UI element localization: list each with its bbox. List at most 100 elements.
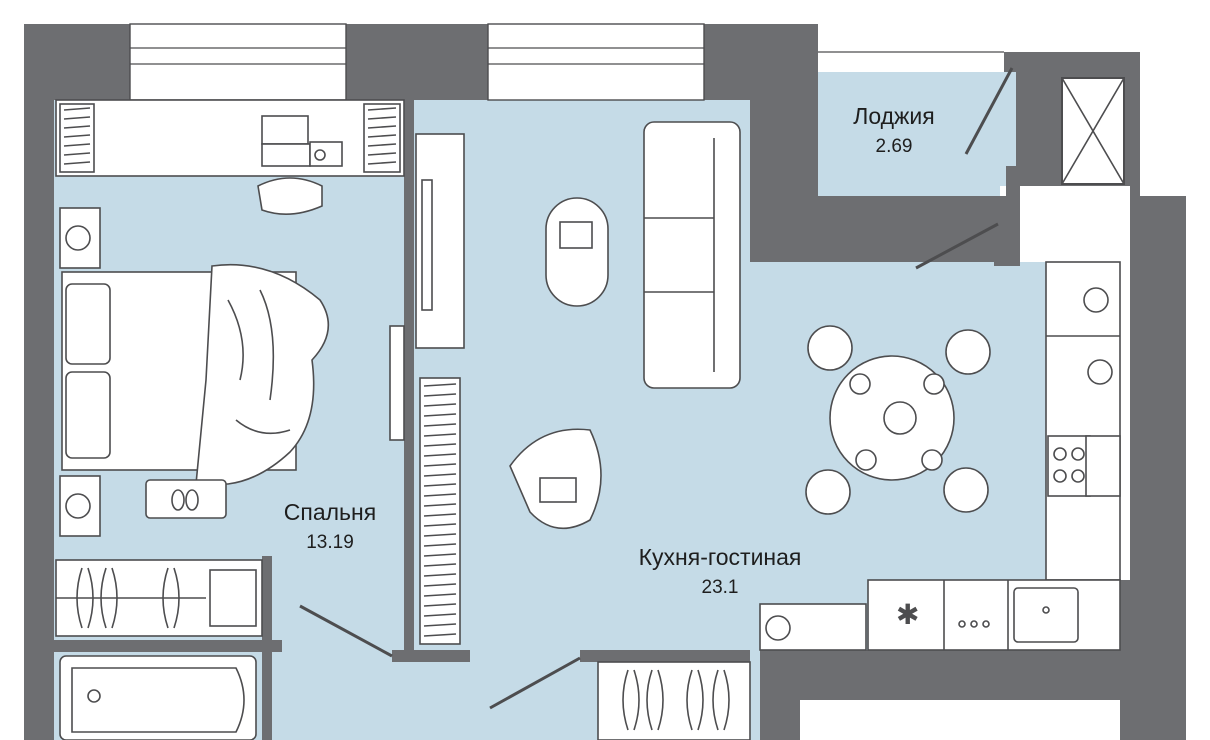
bookshelf-book — [423, 433, 457, 437]
hanger-3-icon — [162, 567, 180, 629]
plate-3 — [855, 449, 877, 471]
dining-chair-2 — [945, 329, 991, 375]
wall-segment-10 — [54, 640, 282, 652]
bookshelf-book — [423, 423, 457, 427]
bookshelf-book — [423, 553, 457, 557]
bookshelf-book — [423, 563, 457, 567]
furniture: ✱ — [55, 77, 1125, 740]
coffee-table — [545, 197, 609, 307]
wall-segment-2 — [346, 24, 488, 100]
dishwasher-knob-2-icon — [970, 620, 978, 628]
shelf-right-book — [367, 143, 397, 147]
room-area-loggia: 2.69 — [875, 136, 913, 157]
pillow-top — [65, 283, 111, 365]
desk — [55, 99, 405, 177]
door-swing-4 — [489, 656, 581, 710]
doors — [299, 67, 1014, 710]
shelf-right-book — [367, 107, 397, 111]
bathtub-drain-icon — [87, 689, 101, 703]
shelf-right-book — [367, 125, 397, 129]
window-2 — [487, 23, 705, 101]
dishwasher-knob-3-icon — [982, 620, 990, 628]
wall-segment-4 — [760, 52, 1186, 740]
hallway-hanger-1-icon — [622, 669, 640, 731]
hanger-1-icon — [76, 567, 94, 629]
hallway-hanger-2-icon — [646, 669, 664, 731]
hallway-hanger-3-icon — [686, 669, 704, 731]
bookshelf-book — [423, 483, 457, 487]
wall-segment-8 — [392, 650, 470, 662]
bedroom-tv — [389, 325, 405, 441]
window-1 — [129, 23, 347, 101]
dishwasher-knob-1-icon — [958, 620, 966, 628]
room-label-kitchen-living: Кухня-гостиная 23.1 — [600, 543, 840, 601]
bookshelf-book — [423, 413, 457, 417]
vent-shaft-cross-b — [1061, 77, 1125, 185]
wall-segment-11 — [262, 556, 272, 740]
desk-chair — [257, 177, 323, 215]
slipper-left — [171, 489, 185, 511]
fridge-snowflake-icon: ✱ — [896, 598, 919, 631]
shelf-left-book — [63, 134, 91, 138]
bookshelf-book — [423, 393, 457, 397]
windows — [129, 23, 1004, 101]
door-swing-2 — [915, 222, 999, 270]
wall-segment-5 — [994, 196, 1020, 266]
burner-2-icon — [1071, 447, 1085, 461]
room-label-loggia: Лоджия 2.69 — [834, 102, 954, 160]
shelf-left-book — [63, 107, 91, 111]
kitchen-counter-side — [1045, 261, 1121, 581]
hood — [1085, 435, 1121, 497]
bookshelf-book — [423, 443, 457, 447]
shelf-left-book — [63, 125, 91, 129]
sink — [1013, 587, 1079, 643]
mouse-icon — [314, 149, 326, 161]
laptop-screen — [261, 115, 309, 145]
shelf-left-book — [63, 161, 91, 165]
bookshelf-book — [423, 383, 457, 387]
bookshelf-book — [423, 573, 457, 577]
bookshelf-book — [423, 633, 457, 637]
bathtub-basin — [71, 667, 245, 733]
bookshelf-book — [423, 473, 457, 477]
bookshelf — [419, 377, 461, 645]
room-area-kitchen-living: 23.1 — [701, 577, 739, 598]
bookshelf-book — [423, 533, 457, 537]
blanket-folds — [227, 289, 291, 435]
plate-2 — [923, 373, 945, 395]
fan-1-icon — [65, 225, 91, 251]
shelf-right — [363, 103, 401, 173]
filter-icon — [1087, 359, 1113, 385]
bookshelf-book — [423, 513, 457, 517]
room-name-kitchen-living: Кухня-гостиная — [638, 544, 802, 570]
boiler-icon — [1083, 287, 1109, 313]
bookshelf-book — [423, 493, 457, 497]
shelf-left-book — [63, 143, 91, 147]
dining-chair-3 — [805, 469, 851, 515]
bookshelf-book — [423, 403, 457, 407]
sofa — [643, 121, 741, 389]
room-name-loggia: Лоджия — [853, 103, 935, 129]
door-swing-3 — [299, 604, 393, 658]
burner-3-icon — [1053, 469, 1067, 483]
room-label-bedroom: Спальня 13.19 — [260, 498, 400, 556]
bookshelf-book — [423, 583, 457, 587]
hallway-wardrobe — [597, 661, 751, 740]
bookshelf-book — [423, 603, 457, 607]
shelf-right-book — [367, 134, 397, 138]
bookshelf-book — [423, 613, 457, 617]
table-dish — [883, 401, 917, 435]
stove — [1047, 435, 1091, 497]
shelf-left-book — [63, 116, 91, 120]
slipper-right — [185, 489, 199, 511]
bookshelf-book — [423, 543, 457, 547]
pillow-bottom — [65, 371, 111, 459]
fan-2-icon — [65, 493, 91, 519]
burner-1-icon — [1053, 447, 1067, 461]
hanger-2-icon — [100, 567, 118, 629]
shelf-left — [59, 103, 95, 173]
tv — [421, 179, 433, 311]
burner-4-icon — [1071, 469, 1085, 483]
laundry-basket — [209, 569, 257, 627]
